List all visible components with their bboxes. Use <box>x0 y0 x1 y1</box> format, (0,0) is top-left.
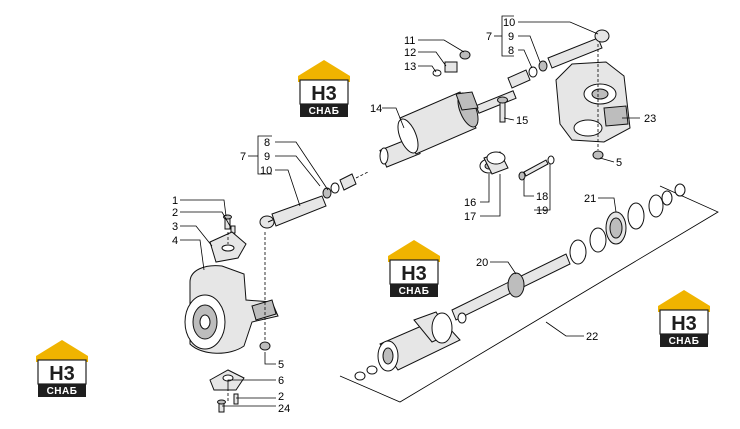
callout-24: 24 <box>278 403 290 415</box>
callout-22: 22 <box>586 331 598 343</box>
callout-15: 15 <box>516 115 528 127</box>
callout-2: 2 <box>278 391 284 403</box>
callout-8: 8 <box>508 45 514 57</box>
callout-7: 7 <box>486 31 492 43</box>
tie-rod-part-7-right <box>507 29 610 89</box>
logo-box <box>37 359 87 385</box>
logo-band <box>300 104 348 117</box>
axle-housing-part-23 <box>555 61 631 143</box>
callout-13: 13 <box>404 61 416 73</box>
logo-word: СНАБ <box>669 336 700 347</box>
piston-part-21 <box>569 183 686 265</box>
assembly-frame-line <box>339 185 719 403</box>
logo-mark: H3 <box>671 313 697 335</box>
callout-20: 20 <box>476 257 488 269</box>
callout-10: 10 <box>503 17 515 29</box>
logo-box <box>659 309 709 335</box>
logo-word: СНАБ <box>47 386 78 397</box>
callout-14: 14 <box>370 103 382 115</box>
brand-logo: H3 СНАБ <box>388 240 440 297</box>
leader-lines <box>180 15 640 407</box>
cylinder-assembly-part-22 <box>339 185 719 403</box>
callout-16: 16 <box>464 197 476 209</box>
fitting-part-11 <box>459 50 471 60</box>
callout-23: 23 <box>644 113 656 125</box>
callout-7: 7 <box>240 151 246 163</box>
washer-part-19 <box>547 155 555 165</box>
logo-word: СНАБ <box>399 286 430 297</box>
tie-rod-part-7-left <box>259 171 369 229</box>
callout-19: 19 <box>536 205 548 217</box>
logo-band <box>390 284 438 297</box>
callout-9: 9 <box>264 151 270 163</box>
steering-knuckle-group <box>184 214 279 413</box>
plate-part-3 <box>209 231 247 263</box>
nut-part-5-left <box>259 341 271 351</box>
brand-logo: H3 СНАБ <box>658 290 710 347</box>
callout-labels: 1 2 3 4 5 6 2 24 7 8 9 10 11 12 13 14 15… <box>172 17 656 415</box>
washer-part-13 <box>432 69 442 77</box>
callout-8: 8 <box>264 137 270 149</box>
logo-roof-shape <box>298 60 350 82</box>
knuckle-body-part-4 <box>184 265 279 354</box>
axis-line <box>355 171 369 179</box>
logo-mark: H3 <box>311 83 337 105</box>
logo-band <box>660 334 708 347</box>
nut-part-5-right <box>592 150 604 160</box>
callout-1: 1 <box>172 195 178 207</box>
callout-5: 5 <box>278 359 284 371</box>
bolt-part-18 <box>518 159 549 181</box>
brand-logo: H3 СНАБ <box>298 60 350 117</box>
logo-mark: H3 <box>49 363 75 385</box>
callout-2: 2 <box>172 207 178 219</box>
callout-11: 11 <box>404 35 415 47</box>
callout-12: 12 <box>404 47 416 59</box>
logo-roof-shape <box>36 340 88 362</box>
callout-4: 4 <box>172 235 178 247</box>
logo-roof-shape <box>658 290 710 312</box>
brand-logo: H3 СНАБ <box>36 340 88 397</box>
screw-part-2-lower <box>233 393 239 405</box>
steering-cylinder-part-14 <box>379 90 517 168</box>
callout-5: 5 <box>616 157 622 169</box>
callout-3: 3 <box>172 221 178 233</box>
callout-9: 9 <box>508 31 514 43</box>
callout-18: 18 <box>536 191 548 203</box>
logo-box <box>299 79 349 105</box>
callout-17: 17 <box>464 211 476 223</box>
plate-part-6 <box>209 369 245 391</box>
callout-10: 10 <box>260 165 272 177</box>
bolt-part-15 <box>497 96 508 123</box>
bushing-part-17 <box>483 151 509 175</box>
bolt-part-24 <box>217 399 226 413</box>
logo-band <box>38 384 86 397</box>
logo-mark: H3 <box>401 263 427 285</box>
fitting-part-12 <box>444 61 458 73</box>
callout-21: 21 <box>584 193 596 205</box>
logo-word: СНАБ <box>309 106 340 117</box>
logo-roof-shape <box>388 240 440 262</box>
callout-6: 6 <box>278 375 284 387</box>
